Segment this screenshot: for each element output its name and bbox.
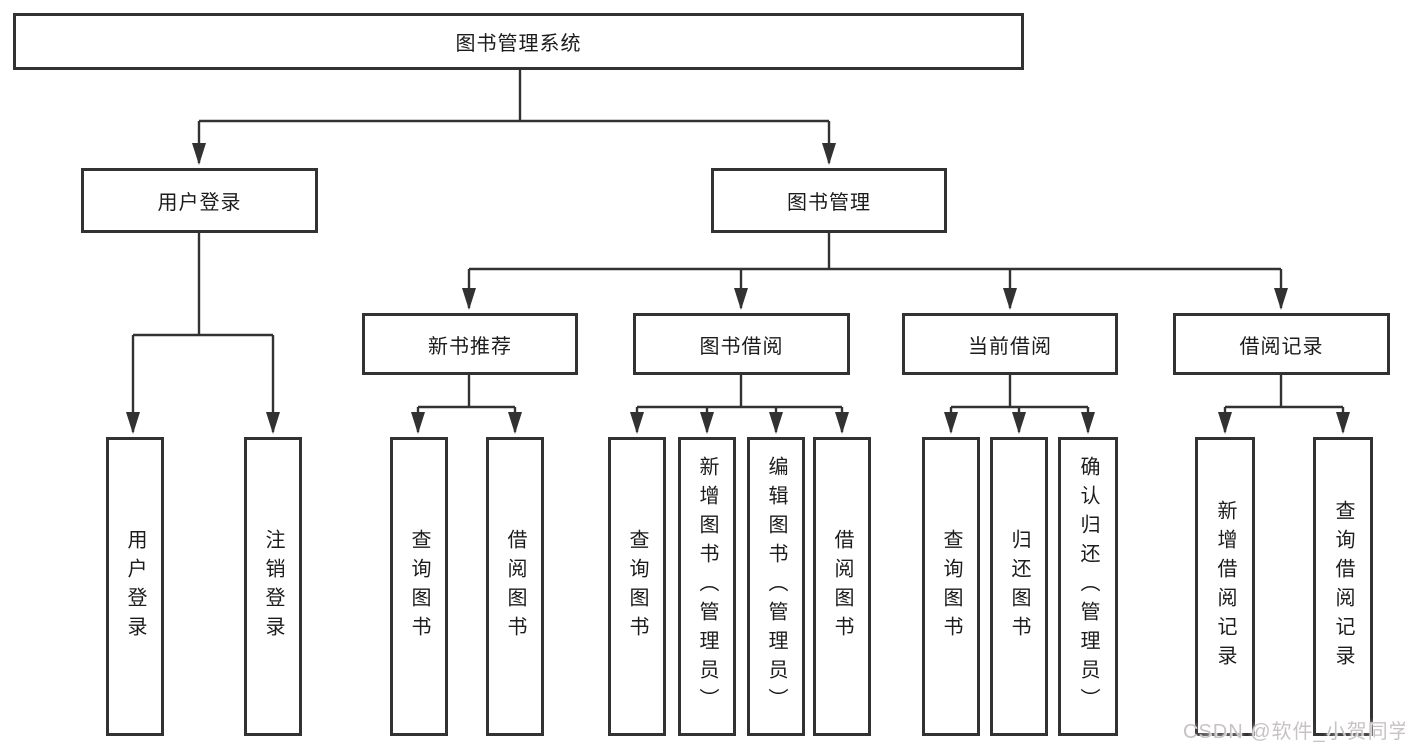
leaf-label: 归还图书: [1008, 528, 1030, 645]
node-label: 用户登录: [157, 192, 242, 214]
node-label: 图书借阅: [699, 335, 784, 358]
leaf-label: 新增借阅记录: [1214, 499, 1236, 674]
leaf-newbook-borrow-books: 借阅图书: [486, 437, 544, 736]
leaf-label: 新增图书（管理员）: [696, 456, 718, 717]
node-label: 图书管理: [787, 192, 871, 214]
leaf-label: 查询图书: [626, 528, 648, 645]
leaf-newbook-query-books: 查询图书: [390, 437, 448, 736]
node-book-borrowing: 图书借阅: [633, 313, 850, 375]
leaf-records-add-borrow-record: 新增借阅记录: [1195, 437, 1255, 736]
leaf-current-query-books: 查询图书: [922, 437, 980, 736]
node-root-system: 图书管理系统: [13, 13, 1024, 70]
leaf-records-query-borrow-record: 查询借阅记录: [1313, 437, 1373, 736]
leaf-borrow-edit-books-admin: 编辑图书（管理员）: [747, 437, 805, 736]
leaf-label: 借阅图书: [831, 528, 853, 645]
leaf-label: 确认归还（管理员）: [1077, 456, 1099, 717]
leaf-borrow-query-books: 查询图书: [608, 437, 666, 736]
node-label: 借阅记录: [1239, 335, 1324, 358]
leaf-current-return-books: 归还图书: [990, 437, 1048, 736]
leaf-current-confirm-return-admin: 确认归还（管理员）: [1058, 437, 1118, 736]
leaf-borrow-borrow-books: 借阅图书: [813, 437, 871, 736]
node-borrowing-records: 借阅记录: [1173, 313, 1390, 375]
node-new-book-recommendation: 新书推荐: [362, 313, 578, 375]
leaf-label: 借阅图书: [504, 528, 526, 645]
leaf-borrow-add-books-admin: 新增图书（管理员）: [678, 437, 736, 736]
node-book-management: 图书管理: [711, 168, 947, 233]
node-current-borrowing: 当前借阅: [902, 313, 1118, 375]
node-label: 新书推荐: [428, 335, 512, 358]
leaf-label: 用户登录: [124, 528, 146, 645]
leaf-label: 编辑图书（管理员）: [765, 456, 787, 717]
node-label: 当前借阅: [968, 335, 1052, 358]
branch-lines: [133, 70, 1343, 409]
leaf-label: 注销登录: [262, 528, 284, 645]
leaf-label: 查询图书: [408, 528, 430, 645]
leaf-logout: 注销登录: [244, 437, 302, 736]
arrow-lines: [126, 121, 1350, 434]
node-label: 图书管理系统: [455, 33, 582, 55]
leaf-user-login: 用户登录: [106, 437, 164, 736]
csdn-watermark: CSDN @软件_小贺同学: [1183, 721, 1405, 743]
leaf-label: 查询图书: [940, 528, 962, 645]
node-user-login: 用户登录: [81, 168, 318, 233]
leaf-label: 查询借阅记录: [1332, 499, 1354, 674]
